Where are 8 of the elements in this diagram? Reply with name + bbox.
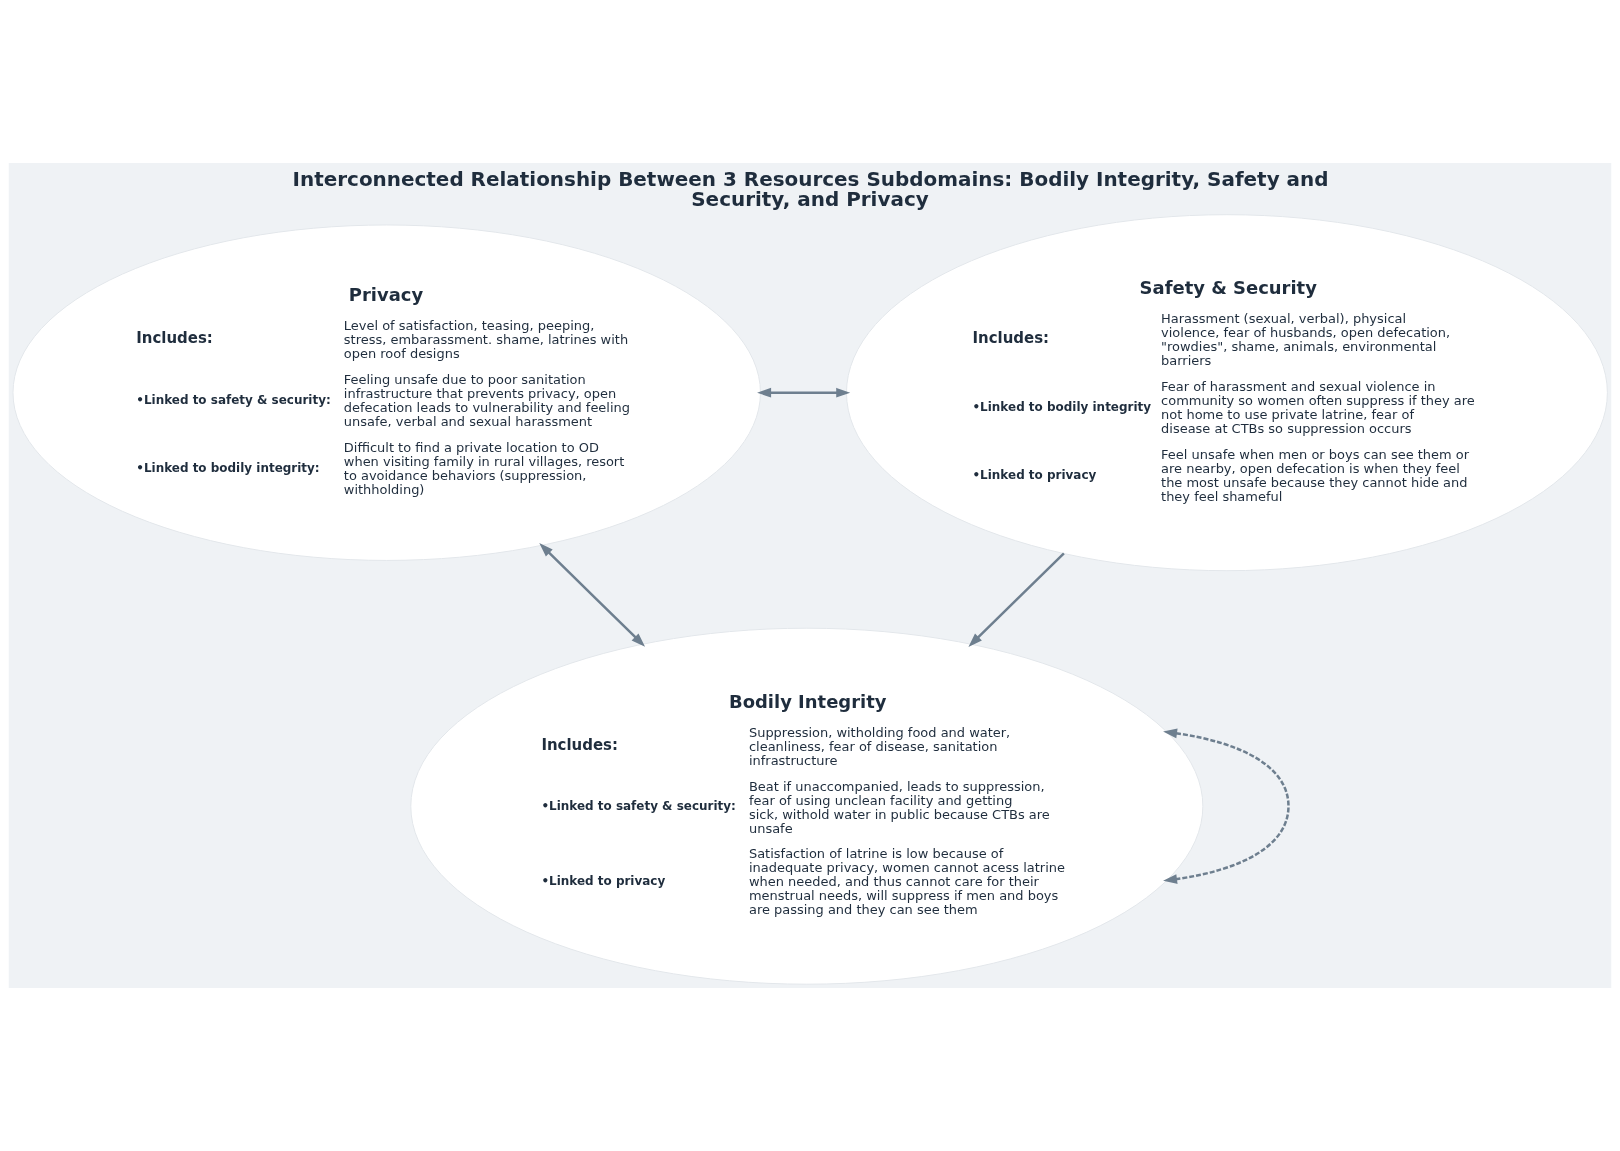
diagram-title: Interconnected Relationship Between 3 Resources Subdomains: Bodily Integrity, Safety and Security, and Privacy bbox=[292, 166, 1329, 211]
arrow bbox=[1163, 728, 1290, 884]
node-ellipse: Safety & Security Includes: Harassment (sexual, verbal), physical violence, fear of husbands, open defecation, "rowdies", shame, animals, environmental barriers •Linked to bodily integrity Fear of harassment and sexual violence in community so women often suppress if they are not home to use private latrine, fear of disease at CTBs so suppression occurs •Linked to privacy Feel unsafe when men or boys can see them or are nearby, open defecation is when they feel the most unsafe because they cannot hide and they feel shameful bbox=[846, 214, 1608, 572]
arrow bbox=[757, 387, 851, 398]
arrow bbox=[539, 543, 646, 647]
node-ellipse: Privacy Includes: Level of satisfaction, teasing, peeping, stress, embarassment. shame, latrines with open roof designs •Linked to safety & security: Feeling unsafe due to poor sanitation infrastructure that prevents privacy, open defecation leads to vulnerability and feeling unsafe, verbal and sexual harassment •Linked to bodily integrity: Difficult to find a private location to OD when visiting family in rural villages, resort to avoidance behaviors (suppression, withholding) bbox=[12, 224, 761, 561]
node-ellipse: Bodily Integrity Includes: Suppression, witholding food and water, cleanliness, fear of disease, sanitation infrastructure •Linked to safety & security: Beat if unaccompanied, leads to suppression, fear of using unclean facility and getting sick, withold water in public because CTBs are unsafe •Linked to privacy Satisfaction of latrine is low because of inadequate privacy, women cannot acess latrine when needed, and thus cannot care for their menstrual needs, will suppress if men and boys are passing and they can see them bbox=[410, 627, 1204, 985]
arrow bbox=[968, 552, 1065, 647]
